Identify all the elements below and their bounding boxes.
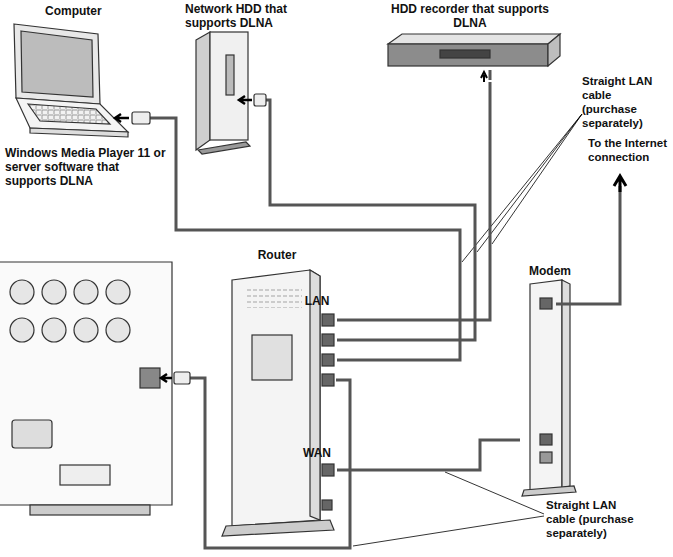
power-jack: [322, 500, 332, 510]
hdd-front: [210, 32, 248, 140]
xlr-jack: [10, 280, 34, 304]
xlr-jack: [42, 280, 66, 304]
device-label: HDD recorder that supports DLNA: [375, 2, 565, 30]
modem-side: [562, 280, 570, 488]
lan-cable: [170, 118, 460, 360]
network-port: [140, 368, 160, 388]
device-node: RouterLAN WAN: [222, 246, 337, 538]
lan-cable: [337, 82, 490, 320]
internet-arrow: [614, 176, 626, 192]
device-node: Network HDD that supports DLNA: [185, 0, 320, 158]
hdd-slot: [226, 55, 234, 95]
laptop-keyboard: [28, 104, 110, 124]
wan-port: [322, 464, 334, 476]
laptop-screen: [21, 31, 93, 97]
insert-arrow: [115, 114, 129, 122]
plug-wire: [489, 70, 492, 80]
lan-port: [322, 314, 334, 326]
plug-wire: [150, 117, 170, 120]
laptop-edge: [30, 128, 128, 137]
lan-plug: [132, 112, 150, 124]
plug-wire: [266, 100, 270, 158]
xlr-jack: [106, 280, 130, 304]
device-node: Modem: [520, 262, 584, 494]
modem-stand: [522, 486, 576, 496]
lan-port: [322, 374, 334, 386]
receiver-panel: [0, 262, 172, 505]
lan-port: [322, 334, 334, 346]
lan-plug: [254, 94, 266, 106]
recorder-front: [388, 44, 548, 66]
laptop-lid: [14, 24, 100, 104]
receiver-wire: [190, 378, 350, 548]
cable-note: To the Internet connection: [588, 136, 668, 164]
power-inlet: [12, 420, 52, 448]
device-node: ComputerWindows Media Player 11 or serve…: [5, 2, 170, 190]
lan-port: [322, 354, 334, 366]
xlr-jack: [74, 318, 98, 342]
cable-note: Straight LAN cable (purchase separately): [582, 74, 668, 130]
recorder-display: [440, 50, 490, 58]
router-panel: [252, 335, 292, 380]
leader-line: [477, 114, 582, 252]
router-stand: [222, 520, 334, 536]
cable-note: Straight LAN cable (purchase separately): [546, 498, 646, 540]
modem-port: [540, 434, 552, 445]
recorder-side: [548, 34, 560, 66]
device-label: Network HDD that supports DLNA: [185, 2, 320, 30]
router-vents: [246, 288, 302, 308]
lan-cable: [270, 158, 475, 340]
lan-cable: [337, 440, 520, 470]
insert-arrow: [239, 96, 252, 104]
leader-line: [445, 472, 544, 514]
xlr-jack: [106, 318, 130, 342]
device-label: Modem: [516, 264, 584, 278]
xlr-jack: [74, 280, 98, 304]
leader-line: [492, 114, 582, 244]
modem-body: [530, 280, 562, 490]
router-body: [232, 270, 320, 526]
device-label: Windows Media Player 11 or server softwa…: [5, 146, 170, 188]
xlr-jack: [42, 318, 66, 342]
device-node: HDD recorder that supports DLNA: [375, 0, 565, 82]
lan-plug: [174, 372, 190, 384]
leader-line: [462, 114, 582, 262]
label-plate: [60, 465, 110, 485]
device-label: Router: [242, 248, 312, 262]
modem-port: [540, 452, 552, 463]
hdd-foot: [198, 142, 250, 154]
modem-port: [540, 298, 552, 309]
receiver-foot: [30, 505, 150, 515]
laptop-base: [16, 98, 128, 132]
device-label: LAN: [300, 294, 334, 308]
internet-wire: [556, 186, 620, 304]
recorder-top: [388, 34, 560, 44]
device-label: WAN: [300, 446, 334, 460]
device-label: Computer: [45, 4, 155, 18]
hdd-side: [196, 32, 210, 150]
xlr-jack: [10, 318, 34, 342]
insert-arrow: [481, 72, 487, 82]
leader-line: [353, 516, 544, 546]
insert-arrow: [161, 374, 172, 382]
